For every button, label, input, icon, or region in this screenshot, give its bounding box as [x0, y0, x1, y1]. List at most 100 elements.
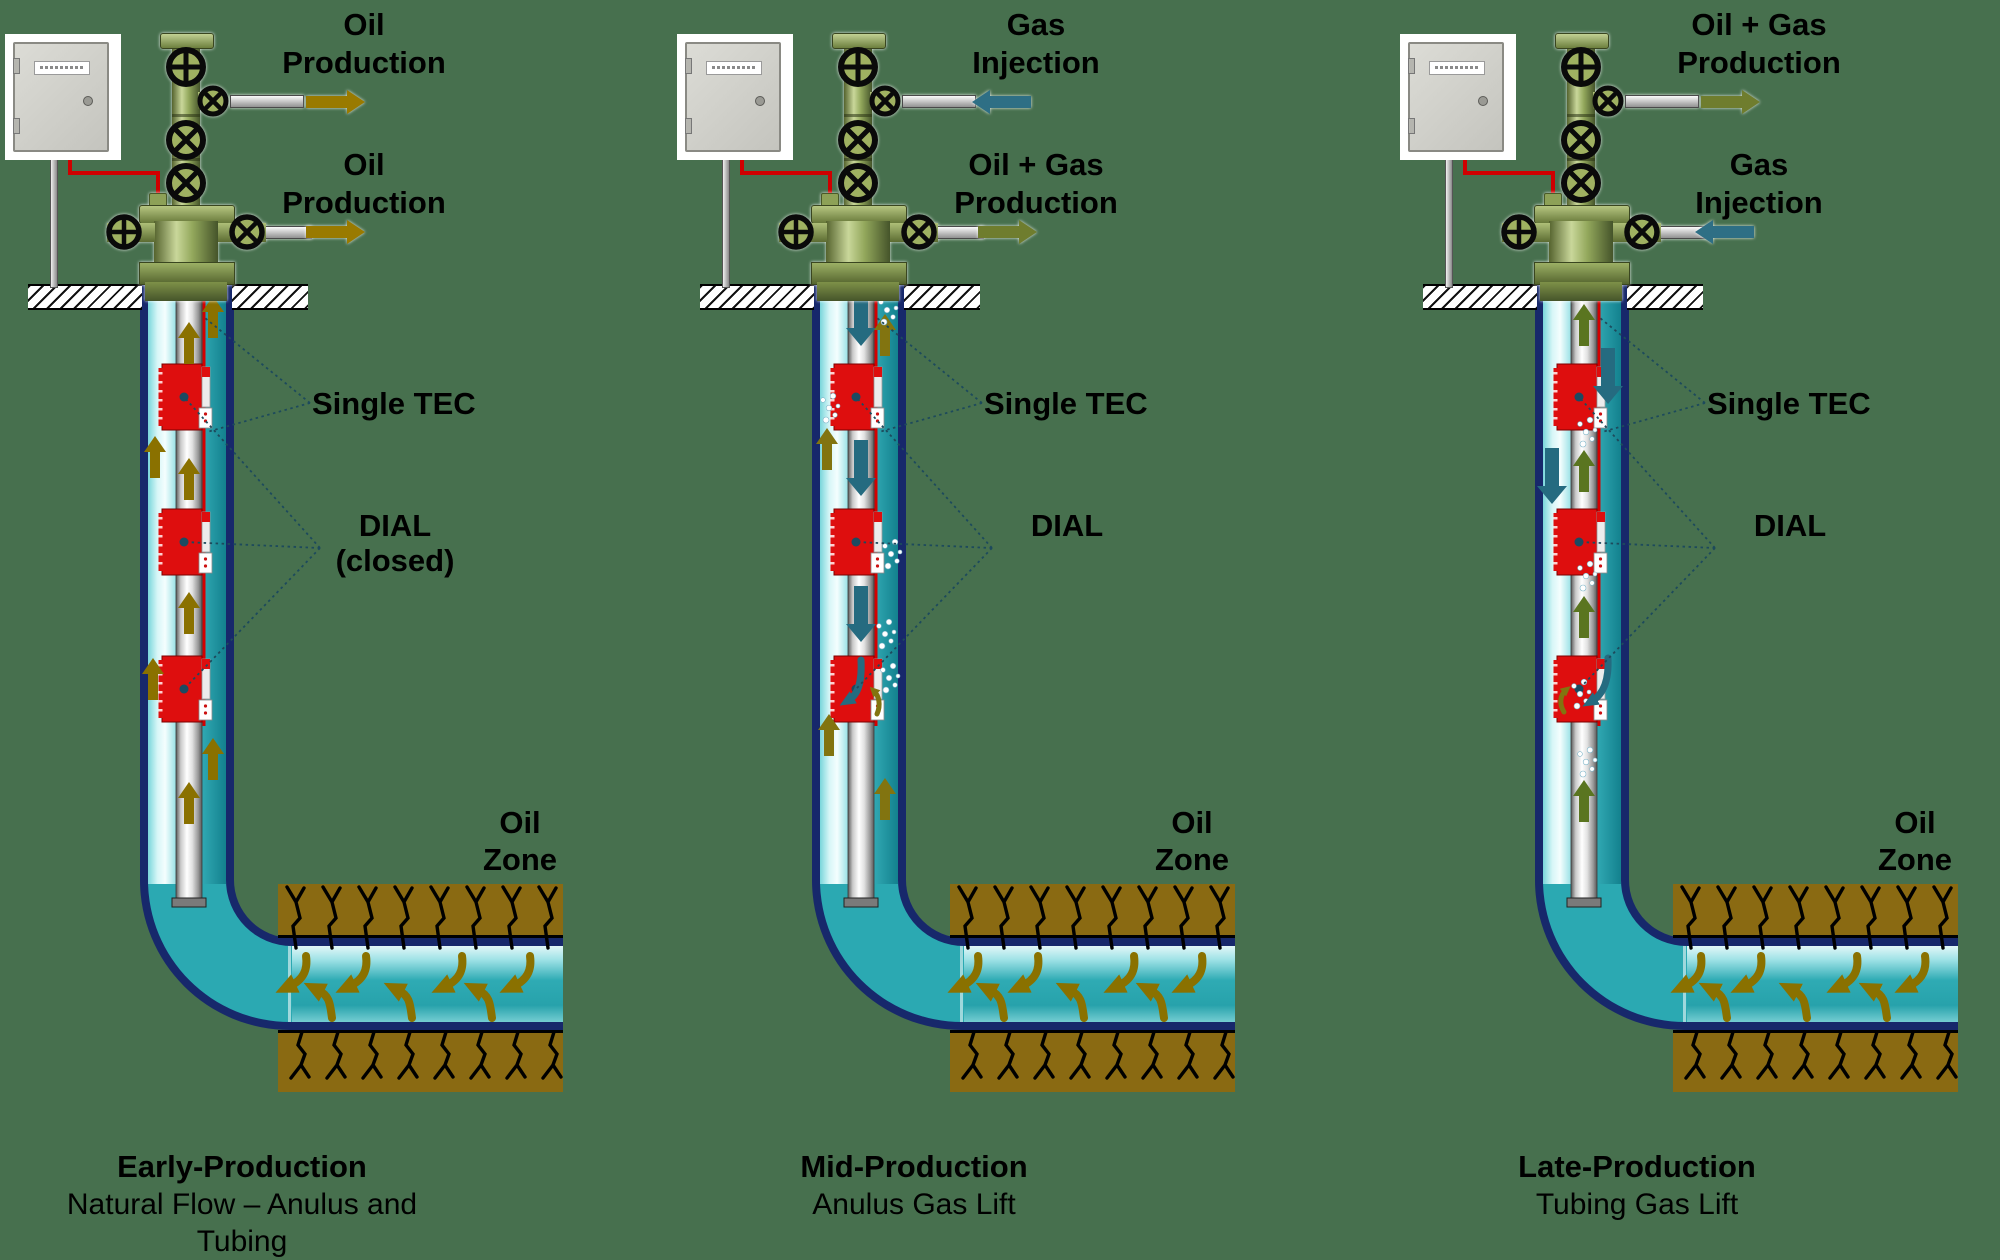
hinge	[1408, 58, 1415, 74]
leader-lines	[855, 317, 993, 690]
control-box-knob	[1478, 96, 1488, 106]
hinge	[685, 118, 692, 134]
control-box-nameplate	[706, 61, 762, 75]
valve-wheel-icon	[838, 120, 878, 160]
wellhead-christmas-tree	[672, 0, 1332, 330]
inflow-arrows	[275, 952, 535, 1022]
annulus-outlet-pipe	[264, 226, 312, 239]
surface-control-box	[1408, 42, 1504, 152]
valve-wheel-icon	[838, 47, 878, 87]
valve-wheel-icon	[1561, 163, 1601, 203]
oil-zone-formation	[1673, 884, 1958, 1092]
oil-zone-formation	[278, 884, 563, 1092]
hinge	[13, 58, 20, 74]
ground-surface-hatch	[28, 284, 142, 310]
wellbore-graphic	[812, 283, 1235, 1092]
tec-cable	[156, 171, 160, 197]
valve-wheel-icon	[778, 214, 814, 250]
oil-gas-production-arrow	[978, 220, 1037, 244]
valve-wheel-icon	[1501, 214, 1537, 250]
tec-cable	[68, 171, 160, 175]
valve-wheel-icon	[1561, 47, 1601, 87]
control-box-nameplate	[34, 61, 90, 75]
ground-surface-hatch	[904, 284, 980, 310]
wellbore-graphic	[1535, 270, 1958, 1092]
inflow-arrows	[1670, 952, 1930, 1022]
gas-injection-pipe	[902, 95, 976, 108]
panel-caption: Late-Production Tubing Gas Lift	[1518, 1149, 1756, 1221]
hinge	[13, 118, 20, 134]
panel-caption: Mid-Production Anulus Gas Lift	[800, 1149, 1028, 1221]
wellbore-graphic	[140, 283, 563, 1092]
control-box-nameplate	[1429, 61, 1485, 75]
tubing-head-body	[154, 221, 218, 264]
oil-zone-formation	[950, 884, 1235, 1092]
valve-wheel-icon	[869, 85, 901, 117]
panel-caption: Early-Production Natural Flow – Anulus a…	[66, 1149, 418, 1258]
hinge	[1408, 118, 1415, 134]
gas-injection-arrow	[1695, 220, 1754, 244]
single-tec-label: Single TEC	[312, 386, 476, 421]
dial-label: DIAL	[1030, 508, 1104, 543]
dial-label: DIAL	[1753, 508, 1827, 543]
wellhead-christmas-tree	[1395, 0, 2000, 330]
single-tec-label: Single TEC	[984, 386, 1148, 421]
tec-cable	[68, 146, 72, 174]
dial-label: DIAL(closed)	[335, 508, 455, 578]
ground-surface-hatch	[700, 284, 814, 310]
valve-wheel-icon	[197, 85, 229, 117]
ground-surface-hatch	[232, 284, 308, 310]
inflow-arrows	[947, 952, 1207, 1022]
tubing-head-body	[1549, 221, 1613, 264]
valve-wheel-icon	[166, 120, 206, 160]
dial-flow-through	[839, 656, 882, 717]
tec-cable	[1551, 171, 1555, 197]
tec-cable	[740, 146, 744, 174]
tec-cable-line	[874, 284, 878, 726]
leader-lines	[1578, 317, 1716, 690]
ground-surface-hatch	[1423, 284, 1537, 310]
oil-production-arrow	[306, 220, 365, 244]
casing-head-collar	[1540, 282, 1622, 301]
oil-production-arrow	[306, 90, 365, 114]
valve-wheel-icon	[1624, 214, 1660, 250]
oil-gas-production-arrow	[1701, 90, 1760, 114]
control-box-knob	[755, 96, 765, 106]
hinge	[685, 58, 692, 74]
valve-wheel-icon	[229, 214, 265, 250]
casing-head-collar	[817, 282, 899, 301]
valve-wheel-icon	[166, 47, 206, 87]
production-outlet-pipe	[936, 226, 984, 239]
ground-surface-hatch	[1627, 284, 1703, 310]
tec-cable	[740, 171, 832, 175]
valve-wheel-icon	[1561, 120, 1601, 160]
valve-wheel-icon	[838, 163, 878, 203]
valve-wheel-icon	[166, 163, 206, 203]
casing-head-collar	[145, 282, 227, 301]
gas-injection-arrow	[972, 90, 1031, 114]
wellhead-christmas-tree	[0, 0, 660, 330]
production-outlet-pipe	[230, 95, 304, 108]
production-outlet-pipe	[1625, 95, 1699, 108]
dial-flow-through	[1558, 654, 1612, 715]
leader-lines	[183, 317, 321, 690]
valve-wheel-icon	[1592, 85, 1624, 117]
tec-cable-line	[1597, 284, 1601, 726]
valve-wheel-icon	[901, 214, 937, 250]
tec-cable	[1463, 171, 1555, 175]
surface-control-box	[13, 42, 109, 152]
single-tec-label: Single TEC	[1707, 386, 1871, 421]
